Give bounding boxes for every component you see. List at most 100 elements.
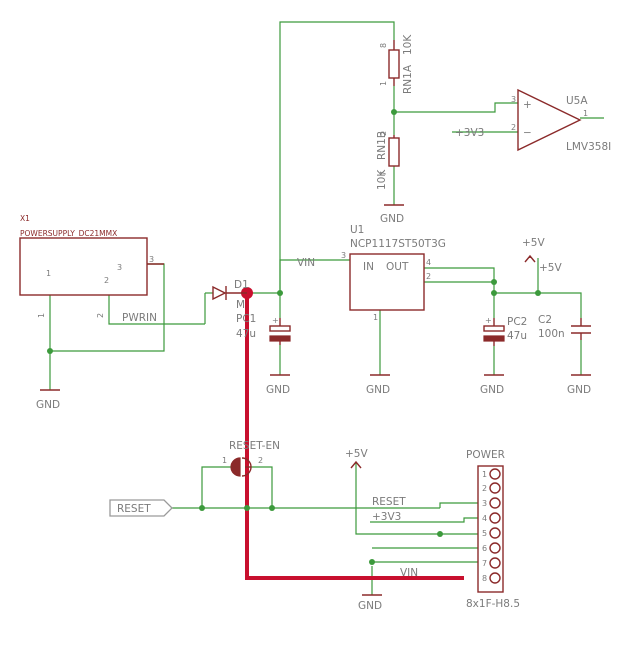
rn1a-pin1: 1 bbox=[379, 81, 388, 86]
svg-text:7: 7 bbox=[482, 559, 487, 568]
pc2-plus: + bbox=[485, 316, 492, 325]
reset-en-pin1-wire bbox=[201, 466, 232, 508]
x1-connector[interactable]: X1 POWERSUPPLY_DC21MMX 1 2 3 3 1 2 bbox=[19, 214, 164, 318]
reset-en-pin1: 1 bbox=[222, 456, 227, 465]
gnd-u1: GND bbox=[366, 374, 390, 396]
u1-pin1: 1 bbox=[373, 313, 378, 322]
pc2-capacitor[interactable]: + PC2 47u bbox=[483, 316, 527, 346]
x1-name: X1 bbox=[20, 214, 30, 223]
u5a-value: LMV358I bbox=[566, 141, 611, 153]
u1-in-label: IN bbox=[363, 261, 374, 273]
svg-text:GND: GND bbox=[358, 600, 382, 612]
d1-diode[interactable]: D1 bbox=[212, 279, 249, 301]
v33-header-label: +3V3 bbox=[372, 511, 401, 523]
pc1-extra: M bbox=[236, 299, 245, 311]
pc2-value: 47u bbox=[507, 330, 527, 342]
x1-pin2-pwrin-wire bbox=[108, 295, 205, 325]
junctions bbox=[47, 109, 541, 565]
u5a-minus: − bbox=[523, 127, 532, 139]
vin-vertical-wire bbox=[279, 21, 395, 293]
u1-name: U1 bbox=[350, 224, 364, 236]
v5-to-header-wire bbox=[355, 462, 440, 535]
u1-regulator[interactable]: U1 NCP1117ST50T3G IN OUT 3 4 2 1 bbox=[341, 224, 446, 322]
d1-name: D1 bbox=[234, 279, 249, 291]
svg-text:GND: GND bbox=[266, 384, 290, 396]
gnd-x1: GND bbox=[36, 389, 60, 411]
reset-net-label: RESET bbox=[372, 496, 406, 508]
svg-text:GND: GND bbox=[36, 399, 60, 411]
gnd-rn1b: GND bbox=[380, 204, 404, 225]
reset-port[interactable]: RESET bbox=[109, 499, 173, 517]
svg-text:2: 2 bbox=[482, 484, 487, 493]
gnd-symbols: GND GND GND GND GND GND GND bbox=[36, 204, 591, 612]
power-pins: 1 2 3 4 5 6 7 8 bbox=[482, 468, 501, 584]
v5-symbol-top: +5V bbox=[522, 237, 545, 263]
v5-symbol-reset: +5V bbox=[345, 448, 368, 469]
d1-triangle bbox=[212, 285, 227, 301]
x1-pin3-label: 3 bbox=[117, 263, 122, 272]
pwrin-net-label: PWRIN bbox=[122, 312, 157, 324]
u1-pin4: 4 bbox=[426, 258, 431, 267]
pc1-value: 47u bbox=[236, 328, 256, 340]
out-bus-wire bbox=[494, 292, 582, 318]
svg-text:+5V: +5V bbox=[539, 262, 562, 274]
pc2-name: PC2 bbox=[507, 316, 527, 328]
c2-name: C2 bbox=[538, 314, 552, 326]
svg-text:3: 3 bbox=[482, 499, 487, 508]
vin-highlighted-wire bbox=[245, 291, 464, 580]
reset-en-pin2: 2 bbox=[258, 456, 263, 465]
u1-out-label: OUT bbox=[386, 261, 409, 273]
gnd-header: GND bbox=[358, 594, 382, 612]
c2-value: 100n bbox=[538, 328, 565, 340]
x1-pin2-label: 2 bbox=[104, 276, 109, 285]
rn1b-pin2: 2 bbox=[379, 131, 388, 136]
reset-en-jumper[interactable]: RESET-EN 1 2 bbox=[222, 440, 280, 477]
u5a-pin2: 2 bbox=[511, 123, 516, 132]
rn1a-name: RN1A bbox=[402, 64, 414, 94]
x1-value: POWERSUPPLY_DC21MMX bbox=[20, 229, 117, 238]
svg-text:GND: GND bbox=[380, 213, 404, 225]
gnd-pc1: GND bbox=[266, 374, 290, 396]
vin-bus-wire bbox=[247, 259, 350, 294]
x1-pin1-num: 1 bbox=[37, 313, 46, 318]
c2-capacitor[interactable]: C2 100n bbox=[538, 314, 591, 340]
rn1b-pin7: 7 bbox=[379, 171, 388, 176]
u1-pin3: 3 bbox=[341, 251, 346, 260]
u5a-name: U5A bbox=[566, 95, 588, 107]
rn1b-resistor[interactable]: 2 7 RN1B 10K bbox=[376, 131, 400, 190]
reset-en-name: RESET-EN bbox=[229, 440, 280, 452]
u5a-pin3: 3 bbox=[511, 95, 516, 104]
rn1a-resistor[interactable]: 8 1 RN1A 10K bbox=[379, 34, 414, 94]
u1-value: NCP1117ST50T3G bbox=[350, 238, 446, 250]
reset-port-shape bbox=[109, 499, 173, 517]
svg-text:5: 5 bbox=[482, 529, 487, 538]
wires bbox=[49, 21, 604, 595]
svg-text:4: 4 bbox=[482, 514, 487, 523]
svg-text:8: 8 bbox=[482, 574, 487, 583]
v5-symbol-bus: +5V bbox=[539, 262, 562, 274]
pc1-name: PC1 bbox=[236, 313, 256, 325]
pc1-capacitor[interactable]: + M PC1 47u bbox=[236, 299, 291, 345]
u5a-pin1: 1 bbox=[583, 109, 588, 118]
reset-en-pin2-wire bbox=[251, 466, 273, 508]
x1-pin2-num: 2 bbox=[96, 313, 105, 318]
u5a-opamp[interactable]: + − U5A LMV358I 3 2 1 bbox=[511, 88, 611, 153]
reset-port-label: RESET bbox=[117, 503, 151, 515]
power-value: 8x1F-H8.5 bbox=[466, 598, 520, 610]
power-header[interactable]: POWER 8x1F-H8.5 1 2 3 4 5 6 7 8 bbox=[466, 449, 520, 610]
svg-text:+5V: +5V bbox=[522, 237, 545, 249]
svg-text:6: 6 bbox=[482, 544, 487, 553]
v33-opamp-label: +3V3 bbox=[455, 127, 484, 139]
rn1a-pin8: 8 bbox=[379, 43, 388, 48]
vin-net-label: VIN bbox=[297, 257, 315, 269]
net-labels: VIN PWRIN +3V3 RESET +3V3 VIN bbox=[122, 127, 484, 579]
u5a-plus: + bbox=[523, 99, 532, 111]
x1-pin3-num: 3 bbox=[149, 255, 154, 264]
u5a-triangle bbox=[517, 88, 582, 152]
vin-header-label: VIN bbox=[400, 567, 418, 579]
rn1b-name: RN1B bbox=[376, 131, 388, 160]
u1-out-wire bbox=[424, 267, 495, 293]
pc1-plus: + bbox=[272, 316, 279, 325]
